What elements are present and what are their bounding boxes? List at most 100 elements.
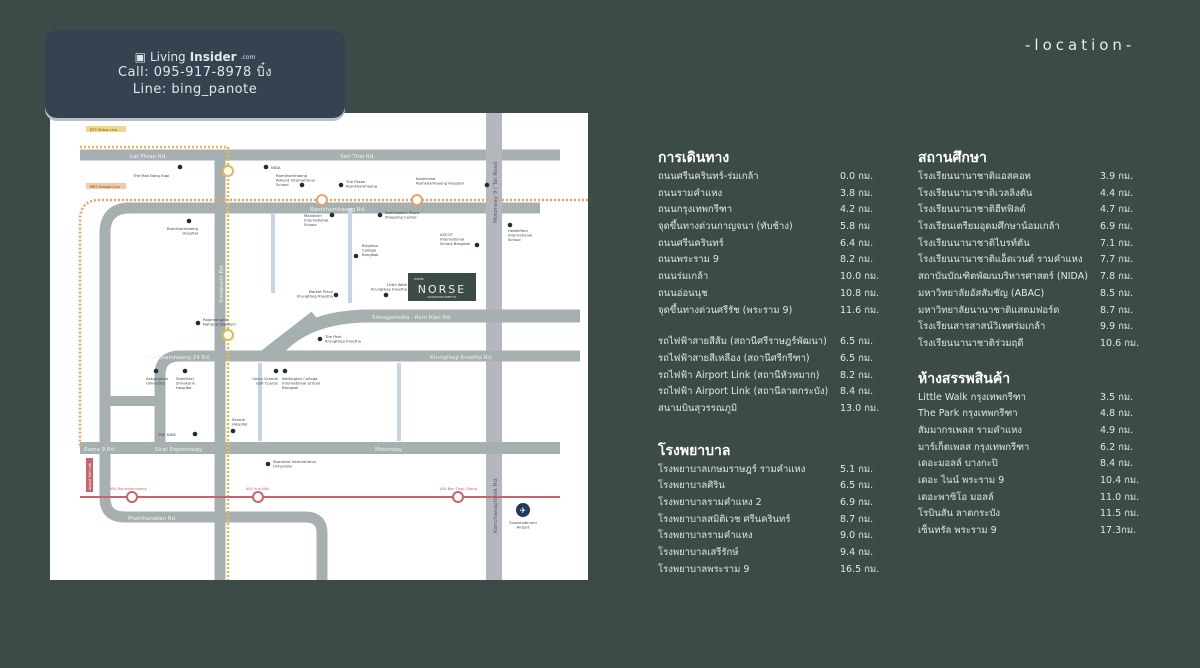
place-name: โรงเรียนเตรียมอุดมศึกษาน้อมเกล้า [918, 221, 1060, 233]
place-name: ถนนรามคำแหง [658, 187, 723, 199]
place-name: โรงเรียนนานาชาติแอ็ดเวนต์ รามคำแหง [918, 254, 1083, 266]
distance-row: ถนนรามคำแหง 3.8 กม. [658, 186, 888, 203]
map-label: THE NINE [157, 432, 177, 437]
place-name: โรงเรียนนานาชาติไบรท์ตัน [918, 237, 1030, 249]
hospitals-title: โรงพยาบาล [658, 442, 731, 459]
distance-row: รถไฟฟ้าสายสีส้ม (สถานีศรีราษฎร์พัฒนา)6.5… [658, 334, 888, 351]
distance-value: 9.4 กม. [840, 547, 874, 559]
place-name: ถนนร่มเกล้า [658, 271, 709, 283]
bts-station [222, 329, 234, 341]
poi-marker [353, 253, 359, 259]
distance-row: สนามบินสุวรรณภูมิ13.0 กม. [658, 401, 888, 418]
poi-marker [338, 182, 344, 188]
distance-value: 4.8 กม. [1100, 408, 1134, 420]
distance-value: 5.1 กม. [840, 463, 874, 475]
poi-marker [329, 212, 335, 218]
label-krungthep-kreetha: Krungthep Kreetha Rd. [430, 355, 493, 361]
label-arl2: ARL Hua Mak [246, 487, 270, 491]
label-arl1: ARL Ramkhamhaeng [110, 487, 147, 491]
place-name: ถนนพระราม 9 [658, 254, 719, 266]
arl-legend-label: Airport Rail Link [88, 463, 92, 490]
distance-value: 0.0 กม. [840, 171, 874, 182]
map-label: Ramkhamhaeng [276, 173, 308, 178]
poi-marker [383, 292, 389, 298]
education-title: สถานศึกษา [918, 150, 987, 166]
distance-value: 10.6 กม. [1100, 337, 1140, 349]
label-motorway: Motorway [375, 447, 403, 453]
label-kanchanaphisek: Kanchanaphisek Rd. [493, 477, 499, 533]
label-rama9: Rama 9 Rd. [84, 447, 116, 453]
distance-row: เดอะพาซิโอ มอลล์11.0 กม. [918, 490, 1148, 507]
travel-title: การเดินทาง [658, 150, 730, 166]
distance-value: 8.5 กม. [1100, 287, 1134, 299]
distance-value: 8.4 กม. [840, 386, 874, 398]
label-srinagarindra: Srinagarindra - Rom Klao Rd. [372, 315, 452, 321]
project-marker: noble NORSE KRUNGTHEP KREETHA [408, 273, 476, 301]
map-label: Krungthep Kreetha [325, 339, 361, 344]
distance-value: 8.2 กม. [840, 369, 874, 381]
travel-column: การเดินทาง ถนนศรีนครินทร์-ร่มเกล้า 0.0 กม… [658, 148, 888, 578]
distance-value: 9.0 กม. [840, 530, 874, 542]
distance-value: 6.9 กม. [840, 497, 874, 508]
map-label: Shopping Center [385, 215, 417, 220]
map-label: Golf Course [256, 381, 279, 386]
distance-value: 6.5 กม. [840, 352, 874, 364]
map-label: Market Place [309, 289, 334, 294]
label-motorway-tat: Motorway 9 / Tat Road [493, 162, 499, 223]
place-name: ถนนกรุงเทพกรีฑา [658, 204, 733, 216]
map-label: University [146, 381, 166, 386]
distance-value: 10.4 กม. [1100, 475, 1140, 486]
bts-legend-label: BTS Yellow Line [90, 128, 117, 132]
distance-value: 3.8 กม. [840, 187, 874, 199]
bts-line [80, 145, 230, 580]
place-name: ถนนศรีนครินทร์-ร่มเกล้า [658, 171, 759, 182]
mrt-station [411, 194, 423, 206]
distance-value: 10.8 กม. [840, 287, 880, 299]
distance-value: 4.9 กม. [1100, 424, 1134, 436]
map-label: Bangkok [282, 385, 299, 390]
distance-row: รถไฟฟ้า Airport Link (สถานีหัวหมาก)8.2 ก… [658, 368, 888, 385]
place-name: รถไฟฟ้า Airport Link (สถานีลาดกระบัง) [658, 386, 829, 398]
label-phatthanakan: Phatthanakan Rd. [128, 516, 177, 522]
map-label: noble [414, 277, 424, 281]
distance-value: 6.2 กม. [1100, 441, 1134, 453]
poi-marker [265, 461, 271, 467]
distance-value: 10.0 กม. [840, 271, 880, 283]
map-label: Rajamangala [203, 317, 228, 322]
place-name: รถไฟฟ้าสายสีเหลือง (สถานีศรีกรีฑา) [658, 352, 810, 364]
road-krungthep-kreetha [258, 311, 319, 362]
place-name: โรงพยาบาลศิริน [658, 480, 725, 492]
place-name: มหาวิทยาลัยอัสสัมชัญ (ABAC) [918, 287, 1045, 299]
label-ramkhamhaeng: Ramkhamhaeng Rd. [310, 207, 366, 213]
distance-value: 4.2 กม. [840, 204, 874, 216]
place-name: เดอะมอลล์ บางกะปิ [918, 458, 998, 470]
distance-value: 4.7 กม. [1100, 204, 1134, 216]
place-name: สนามบินสุวรรณภูมิ [658, 402, 738, 414]
arl-station [452, 491, 464, 503]
distance-value: 7.8 กม. [1100, 271, 1134, 283]
map-label: National Stadium [203, 322, 236, 327]
poi-marker [182, 368, 188, 374]
distance-value: 8.7 กม. [840, 513, 874, 525]
label-arl3: ARL Ban Thap Chang [440, 487, 477, 491]
poi-marker [263, 164, 269, 170]
distance-row: รถไฟฟ้าสายสีเหลือง (สถานีศรีกรีฑา) 6.5 กม… [658, 351, 888, 368]
place-name: สถาบันบัณฑิตพัฒนบริหารศาสตร์ (NIDA) [918, 271, 1088, 283]
poi-marker [230, 428, 236, 434]
distance-row: จุดขึ้นทางด่วนศรีรัช (พระราม 9)11.6 กม. [658, 303, 888, 320]
plane-icon: ✈ [520, 506, 527, 515]
poi-marker [507, 222, 513, 228]
map-label: International School [282, 381, 320, 386]
map-label: Hospital [232, 422, 248, 427]
